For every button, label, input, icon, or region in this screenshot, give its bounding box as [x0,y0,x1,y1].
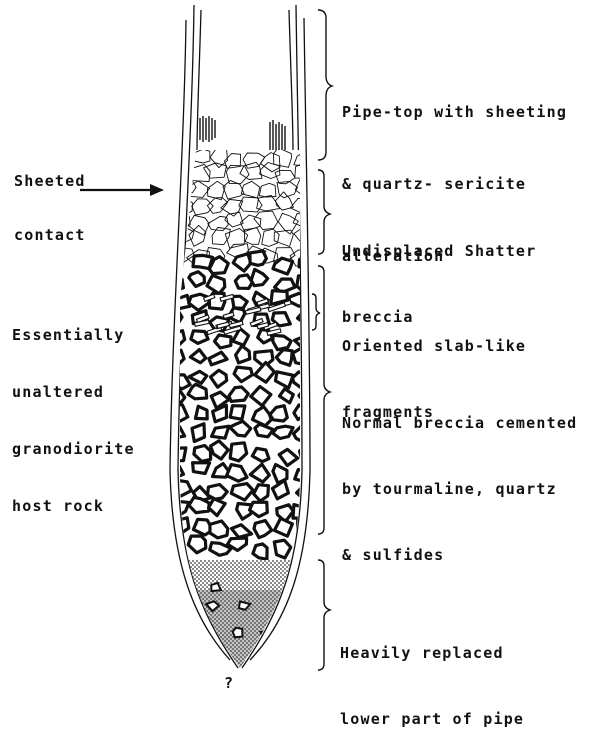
label-line: & sulfides [342,544,577,566]
brace-pipe-top [318,10,332,160]
label-line: contact [14,226,86,244]
label-line: granodiorite [12,440,135,459]
breccia-fragment [210,521,228,538]
breccia-fragment [297,275,314,290]
breccia-fragment [193,463,210,474]
breccia-fragment [169,427,184,439]
residual-fragment [182,630,193,638]
label-host-rock: Essentially unaltered granodiorite host … [12,288,135,535]
question-mark: ? [224,674,234,692]
breccia-fragment [167,276,184,290]
residual-fragment [184,603,193,614]
diagram-root: { "left_labels": { "sheeted_contact": ["… [0,0,609,693]
breccia-fragment [212,426,229,438]
label-line: Normal breccia cemented [342,412,577,434]
brace-shatter [318,170,330,254]
replaced-lower-pipe [170,560,310,670]
brace-lower [318,560,330,670]
breccia-fragment [215,335,232,348]
breccia-fragment [294,405,308,420]
breccia-fragment [273,335,291,349]
label-line: unaltered [12,383,135,402]
label-line: Heavily replaced [340,642,524,664]
breccia-fragment [289,293,310,306]
residual-fragment [288,604,298,612]
label-line: Sheeted [14,172,86,190]
label-line: lower part of pipe [340,708,524,730]
shatter-fragment [171,214,190,228]
breccia-fragment [196,406,208,419]
label-normal-breccia: Normal breccia cemented by tourmaline, q… [342,368,577,588]
label-line: Essentially [12,326,135,345]
sheeted-contact-arrow [80,184,164,196]
breccia-fragment [254,485,269,501]
breccia-fragment [208,485,228,500]
brace-normal [318,266,330,534]
breccia-fragment [298,539,317,555]
breccia-fragment [170,518,189,533]
label-line: Undisplaced Shatter [342,240,536,262]
breccia-fragment [235,275,252,289]
breccia-fragment [163,252,181,267]
breccia-fragment [253,544,267,559]
breccia-fragment [191,331,208,344]
breccia-fragment [273,426,293,438]
breccia-fragment [192,424,205,442]
label-line: host rock [12,497,135,516]
label-line: & quartz- sericite [342,172,567,196]
label-line: Oriented slab-like [342,335,526,357]
label-line: by tourmaline, quartz [342,478,577,500]
brace-slab [312,294,320,330]
breccia-fragment [297,486,317,500]
residual-fragment [233,628,243,638]
breccia-fragment [165,310,182,326]
brace-group [312,10,332,670]
label-lower-pipe: Heavily replaced lower part of pipe [340,598,524,752]
label-line: Pipe-top with sheeting [342,100,567,124]
label-sheeted-contact: Sheeted contact [14,136,86,262]
breccia-fragment [298,309,315,326]
breccia-fragment [250,251,267,265]
breccia-fragment [230,406,245,420]
